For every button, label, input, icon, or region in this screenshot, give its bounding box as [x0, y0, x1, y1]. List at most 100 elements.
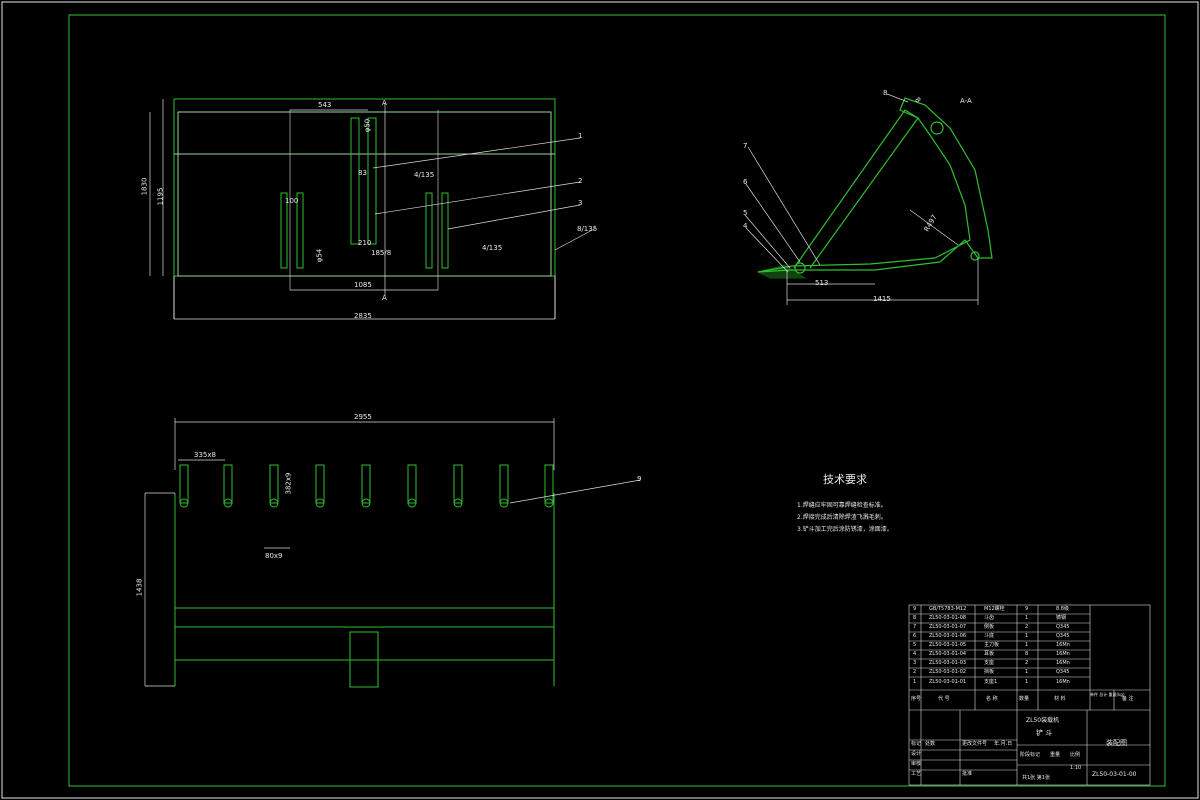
- tech-note-2: 2.焊接完成后清除焊渣飞溅毛刺。: [797, 514, 887, 521]
- bottom-view-dims: [144, 418, 641, 687]
- bom-name: 支座1: [984, 679, 998, 685]
- title-stage: 阶段标记: [1020, 752, 1041, 758]
- callout-4: 4: [743, 222, 748, 230]
- section-mark-a-bottom: A: [382, 294, 387, 302]
- bom-qty: 2: [1025, 660, 1029, 666]
- dim-210: 210: [358, 239, 372, 247]
- top-view: [173, 98, 556, 319]
- bottom-view: [174, 493, 555, 688]
- title-part: 铲 斗: [1036, 729, 1053, 737]
- weld-2: 4/135: [482, 244, 503, 252]
- bom-name: 斗底: [984, 633, 995, 639]
- bom-no: 3: [913, 660, 917, 666]
- bom-code: GB/T5783-M12: [929, 606, 967, 612]
- bom-mat: 16Mn: [1056, 660, 1070, 666]
- bom-code: ZL50-03-01-05: [929, 642, 967, 648]
- dim-543: 543: [318, 101, 332, 109]
- bom-mat: 16Mn: [1056, 642, 1070, 648]
- tb-row-label: 更改文件号: [962, 741, 988, 747]
- bom-code: ZL50-03-01-01: [929, 679, 967, 685]
- bom-code: ZL50-03-01-02: [929, 669, 967, 675]
- bom-no: 5: [913, 642, 917, 648]
- bom-header-note: 备 注: [1122, 696, 1134, 702]
- bom-name: 斗齿: [984, 615, 995, 621]
- weld-3: 8/135: [577, 225, 598, 233]
- dim-1415: 1415: [873, 295, 891, 303]
- bom-table: [908, 604, 1151, 786]
- bom-code: ZL50-03-01-04: [929, 651, 967, 657]
- bom-mat: Q345: [1056, 633, 1070, 639]
- title-company: ZL50装载机: [1026, 717, 1060, 724]
- tech-note-3: 3.铲斗加工完后涂防锈漆，涂面漆。: [797, 526, 893, 533]
- dim-1438: 1438: [135, 578, 144, 597]
- section-title: A-A: [960, 97, 972, 105]
- title-ratio: 比例: [1070, 752, 1081, 758]
- bom-name: 耳板: [984, 651, 995, 657]
- bom-qty: 1: [1025, 633, 1029, 639]
- callout-5: 5: [743, 209, 748, 217]
- dim-1195: 1195: [156, 187, 165, 206]
- callout-3: 3: [578, 199, 583, 207]
- callout-2: 2: [578, 177, 583, 185]
- tb-row-label: 设计: [911, 751, 922, 757]
- dim-83: 83: [358, 169, 367, 177]
- bom-header-weight: 单件 总计 重量(kg): [1090, 692, 1125, 697]
- bom-mat: 16Mn: [1056, 651, 1070, 657]
- dim-2835: 2835: [354, 312, 372, 320]
- tb-row-label: 审核: [911, 761, 922, 767]
- bom-name: 侧板: [984, 624, 995, 630]
- weld-1: 4/135: [414, 171, 435, 179]
- tech-note-1: 1.焊缝应牢固可靠焊缝检查标准。: [797, 502, 887, 509]
- bom-qty: 8: [1025, 651, 1029, 657]
- bom-no: 2: [913, 669, 917, 675]
- title-sheet: 共1张 第1张: [1022, 775, 1050, 781]
- bom-no: 9: [913, 606, 917, 612]
- bom-no: 8: [913, 615, 917, 621]
- callout-9: 9: [637, 475, 642, 483]
- bom-qty: 1: [1025, 679, 1029, 685]
- bom-code: ZL50-03-01-06: [929, 633, 967, 639]
- bom-no: 1: [913, 679, 917, 685]
- tb-row-label: 标记: [911, 741, 922, 747]
- bom-mat: Q345: [1056, 624, 1070, 630]
- bom-name: 挡板: [984, 669, 995, 675]
- bom-mat: 16Mn: [1056, 679, 1070, 685]
- bom-name: M12螺栓: [984, 606, 1005, 612]
- tb-row-label: 年.月.日: [994, 741, 1013, 747]
- bom-qty: 2: [1025, 624, 1029, 630]
- bom-code: ZL50-03-01-03: [929, 660, 967, 666]
- bom-qty: 1: [1025, 615, 1029, 621]
- top-view-dims: [149, 99, 597, 320]
- tb-row-label: 工艺: [911, 771, 922, 777]
- bom-header-name: 名 称: [986, 696, 998, 702]
- bom-qty: 1: [1025, 669, 1029, 675]
- title-drawing-type: 装配图: [1106, 739, 1127, 747]
- dim-100: 100: [285, 197, 299, 205]
- dim-1830: 1830: [140, 177, 149, 196]
- bom-mat: 8.8级: [1056, 606, 1069, 612]
- dim-phi50: φ50: [363, 118, 372, 133]
- bom-code: ZL50-03-01-08: [929, 615, 967, 621]
- bom-header-qty: 数量: [1019, 696, 1030, 702]
- dim-382x9: 382x9: [284, 472, 293, 495]
- section-mark-a-top: A: [382, 99, 387, 107]
- callout-1: 1: [578, 132, 583, 140]
- bom-header-mat: 材 料: [1054, 696, 1066, 702]
- callout-6: 6: [743, 178, 748, 186]
- bom-mat: Q345: [1056, 669, 1070, 675]
- bom-no: 4: [913, 651, 917, 657]
- teeth-row: [179, 464, 554, 508]
- section-view-leaders: [744, 93, 979, 305]
- tb-row-label: 批准: [962, 771, 973, 777]
- tech-requirements-title: 技术要求: [823, 473, 867, 486]
- bom-name: 主刀板: [984, 642, 1000, 648]
- bom-name: 支座: [984, 660, 995, 666]
- callout-7: 7: [743, 142, 748, 150]
- bom-mat: 铸钢: [1056, 615, 1067, 621]
- title-drawing-no: ZL50-03-01-00: [1092, 771, 1137, 778]
- bom-code: ZL50-03-01-07: [929, 624, 967, 630]
- dim-1085: 1085: [354, 281, 372, 289]
- bom-header-code: 代 号: [938, 696, 950, 702]
- dim-513: 513: [815, 279, 829, 287]
